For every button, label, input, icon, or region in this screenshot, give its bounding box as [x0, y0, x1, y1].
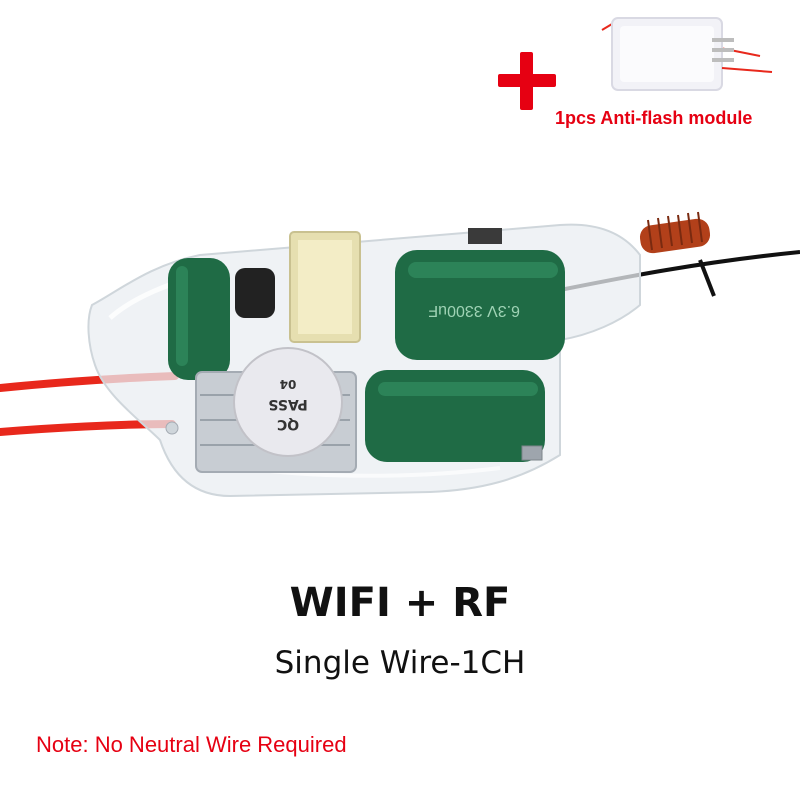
product-title: WIFI + RF	[289, 580, 511, 626]
product-subtitle: Single Wire-1CH	[274, 645, 526, 681]
qc-sticker-line3: 04	[280, 377, 297, 391]
copper-coil	[639, 211, 711, 254]
transformer	[289, 231, 361, 343]
lower-capacitor	[365, 370, 545, 462]
addon-caption: 1pcs Anti-flash module	[555, 108, 753, 128]
plus-icon	[498, 52, 556, 110]
qc-pass-sticker: QC PASS 04	[233, 347, 343, 457]
component-tab	[468, 228, 502, 244]
small-capacitor	[168, 258, 230, 380]
anti-flash-module	[601, 17, 773, 91]
smd-component	[521, 445, 543, 461]
transistor	[235, 268, 275, 318]
solder-point	[165, 421, 179, 435]
capacitor-text: 6.3V 3300uF	[428, 302, 520, 319]
large-capacitor: 6.3V 3300uF	[395, 250, 565, 360]
product-note: Note: No Neutral Wire Required	[36, 732, 347, 757]
qc-sticker-line1: QC	[277, 416, 299, 432]
qc-sticker-line2: PASS	[268, 396, 307, 412]
